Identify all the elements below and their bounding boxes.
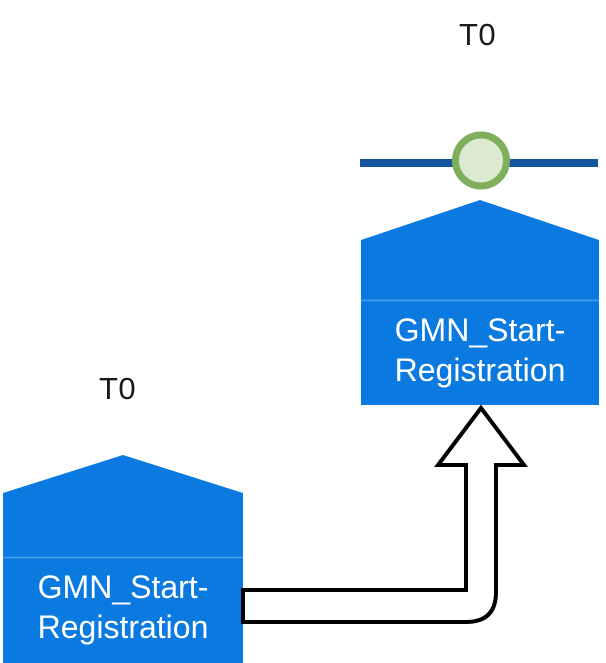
- lifeline-marker-icon[interactable]: [452, 131, 510, 190]
- node-top-shape[interactable]: [361, 200, 599, 405]
- marker-circle: [452, 131, 510, 190]
- node-bottom-label: GMN_Start- Registration: [37, 569, 209, 645]
- time-label-top: T0: [459, 17, 497, 52]
- node-top-body: [361, 200, 599, 405]
- flow-arrow-connector[interactable]: [241, 404, 529, 624]
- node-bottom-body: [3, 455, 243, 663]
- node-bottom-shape[interactable]: [3, 455, 243, 663]
- time-label-bottom: T0: [99, 371, 137, 406]
- node-top-label: GMN_Start- Registration: [394, 312, 566, 388]
